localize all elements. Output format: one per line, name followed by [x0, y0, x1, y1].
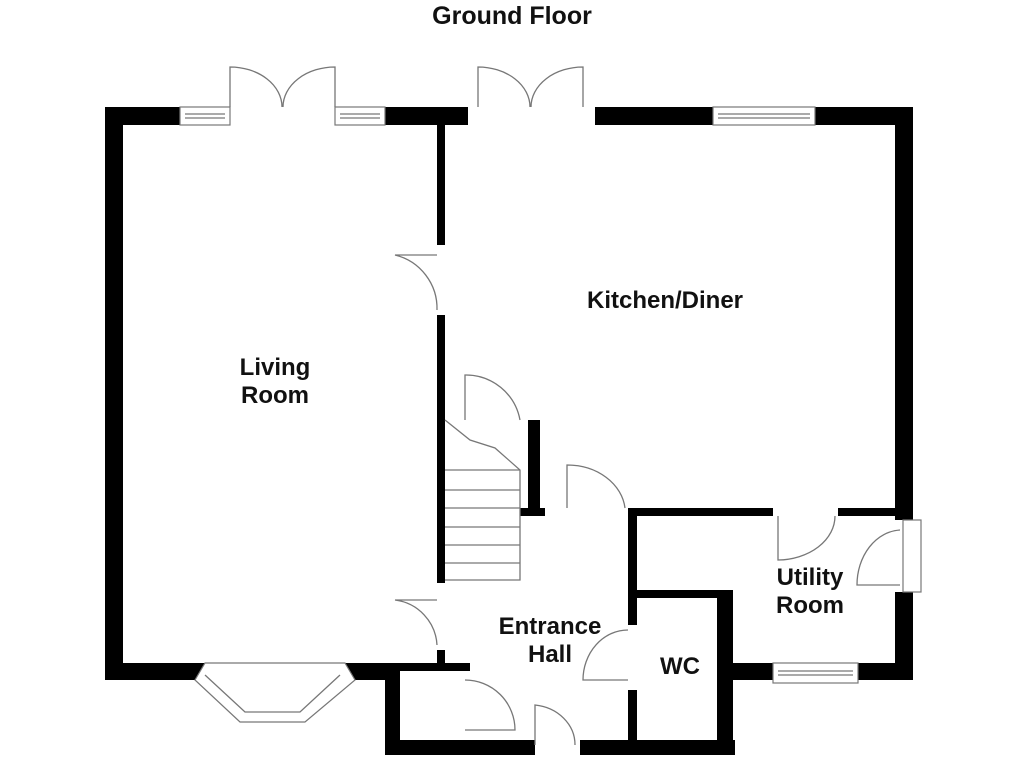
living-room-label-line1: Living — [239, 354, 311, 381]
staircase — [444, 419, 521, 581]
entrance-hall-label: Entrance Hall — [480, 613, 620, 669]
utility-room-label-line2: Room — [776, 592, 844, 619]
windows — [179, 106, 922, 723]
floor-title: Ground Floor — [432, 2, 592, 30]
utility-room-label-line1: Utility — [776, 564, 844, 591]
utility-room-label: Utility Room — [750, 564, 870, 620]
doors — [229, 66, 901, 746]
walls — [105, 107, 913, 755]
wc-label: WC — [660, 653, 700, 680]
entrance-hall-label-line2: Hall — [527, 641, 572, 668]
living-room-label: Living Room — [210, 354, 340, 410]
living-room-label-line2: Room — [241, 382, 309, 409]
entrance-hall-label-line1: Entrance — [498, 613, 602, 640]
kitchen-diner-label: Kitchen/Diner — [586, 287, 744, 314]
